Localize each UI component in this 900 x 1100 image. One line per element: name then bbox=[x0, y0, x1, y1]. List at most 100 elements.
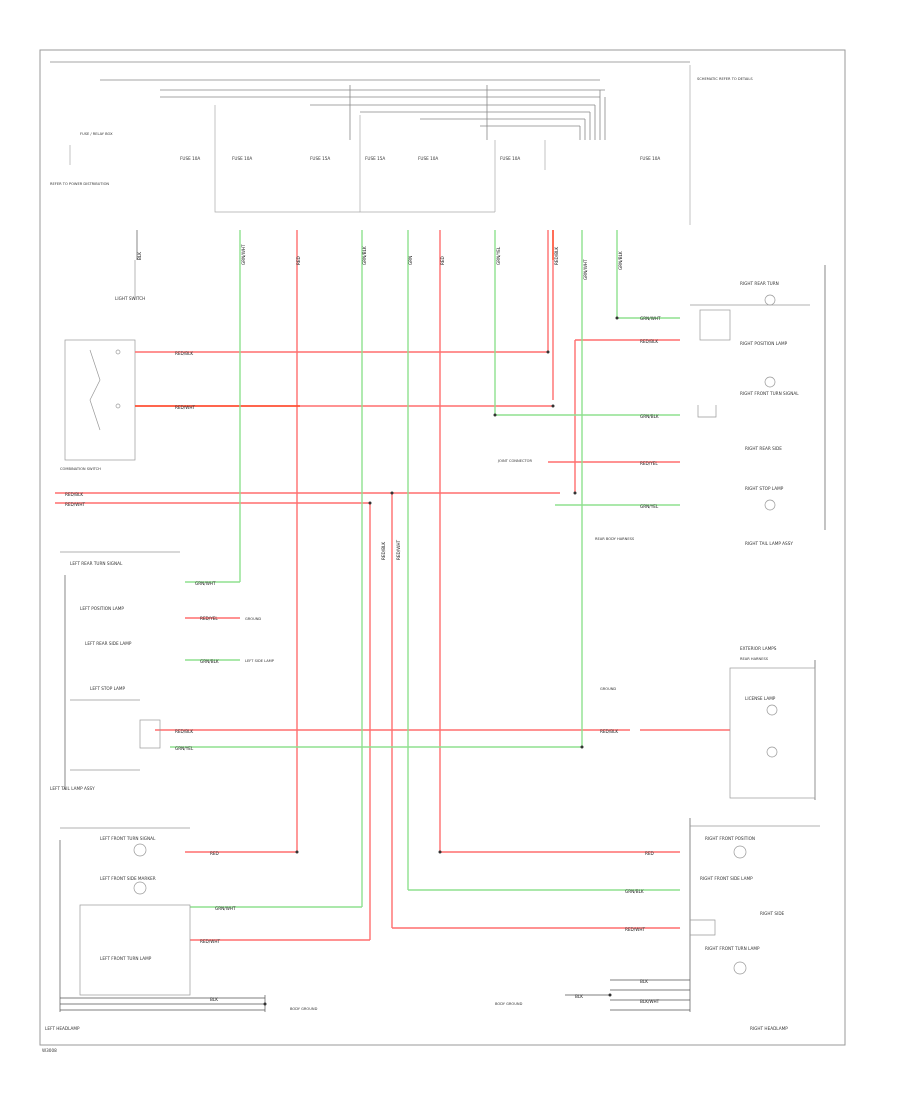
right-stop-label: RIGHT STOP LAMP bbox=[745, 486, 784, 491]
right-front-side-label: RIGHT FRONT SIDE LAMP bbox=[700, 876, 753, 881]
diagram-frame bbox=[39, 49, 846, 1046]
license-lamp-box bbox=[729, 667, 816, 799]
left-front-turn-label: LEFT FRONT TURN SIGNAL bbox=[100, 836, 156, 841]
wire-label: RED bbox=[296, 256, 301, 265]
wire-label: RED bbox=[440, 256, 445, 265]
left-headlamp-box bbox=[60, 827, 191, 996]
wire-label: RED/BLK bbox=[175, 729, 193, 734]
schematic-note: SCHEMATIC REFER TO DETAILS bbox=[697, 77, 753, 81]
wire-label: RED/BLK bbox=[175, 351, 193, 356]
left-rear-side-label: LEFT REAR SIDE LAMP bbox=[85, 641, 132, 646]
right-front-turn-lamp-label: RIGHT FRONT TURN LAMP bbox=[705, 946, 760, 951]
left-tail-lamp-assy-label: LEFT TAIL LAMP ASSY bbox=[50, 786, 95, 791]
left-tail-lamp-labels: LEFT REAR TURN SIGNAL LEFT POSITION LAMP… bbox=[50, 561, 275, 791]
wire-label: GRN/WHT bbox=[195, 581, 216, 586]
wire-label: GRN/BLK bbox=[362, 246, 367, 265]
wire-color-labels: RED/BLK RED/WHT GRN/WHT RED/BLK GRN/BLK … bbox=[65, 244, 661, 1004]
wire-label: RED bbox=[645, 851, 654, 856]
fuse-relay-box bbox=[69, 65, 691, 225]
left-position-label: LEFT POSITION LAMP bbox=[80, 606, 124, 611]
wire-label: RED/BLK bbox=[381, 542, 386, 560]
fuse-label-group: FUSE 10A FUSE 10A FUSE 15A FUSE 15A FUSE… bbox=[50, 77, 753, 186]
ground-left-label: GROUND bbox=[245, 617, 261, 621]
wire-label: BLK bbox=[640, 979, 648, 984]
wire-label: RED/BLK bbox=[554, 247, 559, 265]
left-tail-lamp-box bbox=[60, 551, 180, 771]
wire-label: GRN/WHT bbox=[241, 244, 246, 265]
right-headlamp-label: RIGHT HEADLAMP bbox=[750, 1026, 788, 1031]
light-switch-label: LIGHT SWITCH bbox=[115, 296, 145, 301]
wire-label: BLK bbox=[137, 252, 142, 260]
red-accent-wires bbox=[135, 230, 554, 407]
left-front-turn-lamp-label: LEFT FRONT TURN LAMP bbox=[100, 956, 152, 961]
power-dist-note: REFER TO POWER DISTRIBUTION bbox=[50, 182, 109, 186]
right-tail-lamp-assy-label: RIGHT TAIL LAMP ASSY bbox=[745, 541, 793, 546]
wire-label: GRN bbox=[408, 256, 413, 265]
right-front-position-label: RIGHT FRONT POSITION bbox=[705, 836, 755, 841]
wire-label: GRN/YEL bbox=[640, 504, 659, 509]
fuse-label-4: FUSE 15A bbox=[365, 156, 385, 161]
left-headlamp-labels: LEFT FRONT TURN SIGNAL LEFT FRONT SIDE M… bbox=[45, 836, 318, 1031]
license-note-label: REAR BODY HARNESS bbox=[595, 537, 635, 541]
fuse-label-2: FUSE 10A bbox=[232, 156, 252, 161]
left-rear-turn-label: LEFT REAR TURN SIGNAL bbox=[70, 561, 123, 566]
red-wires bbox=[55, 230, 730, 941]
right-front-turn-label: RIGHT FRONT TURN SIGNAL bbox=[740, 391, 799, 396]
light-switch bbox=[64, 260, 136, 461]
right-rear-side-label: RIGHT REAR SIDE bbox=[745, 446, 782, 451]
ground-wires bbox=[59, 230, 826, 1012]
wire-label: GRN/BLK bbox=[640, 414, 659, 419]
right-rear-turn-label: RIGHT REAR TURN bbox=[740, 281, 779, 286]
exterior-lamps-sub-label: REAR HARNESS bbox=[740, 657, 769, 661]
wire-label: GRN/WHT bbox=[583, 259, 588, 280]
wire-label: GRN/BLK bbox=[625, 889, 644, 894]
combo-switch-label: COMBINATION SWITCH bbox=[60, 467, 101, 471]
left-headlamp-label: LEFT HEADLAMP bbox=[45, 1026, 80, 1031]
right-headlamp-box bbox=[690, 825, 820, 975]
wire-label: GRN/YEL bbox=[175, 746, 194, 751]
left-side-label: LEFT SIDE LAMP bbox=[245, 659, 275, 663]
fuse-label-6: FUSE 10A bbox=[500, 156, 520, 161]
exterior-lamps-label: EXTERIOR LAMPS bbox=[740, 646, 777, 651]
right-tail-lamp-box bbox=[690, 294, 810, 511]
ground-right-label: GROUND bbox=[600, 687, 616, 691]
wire-label: BLK bbox=[575, 994, 583, 999]
relay-box-label: FUSE / RELAY BOX bbox=[80, 132, 113, 136]
fuse-label-7: FUSE 10A bbox=[640, 156, 660, 161]
wire-label: RED bbox=[210, 851, 219, 856]
wire-label: RED/WHT bbox=[175, 405, 195, 410]
wire-label: GRN/BLK bbox=[618, 251, 623, 270]
wire-label: RED/WHT bbox=[396, 540, 401, 560]
wire-label: RED/WHT bbox=[200, 939, 220, 944]
wire-label: GRN/BLK bbox=[200, 659, 219, 664]
wire-label: RED/WHT bbox=[65, 502, 85, 507]
splice-note-label: JOINT CONNECTOR bbox=[497, 459, 532, 463]
left-front-side-marker-label: LEFT FRONT SIDE MARKER bbox=[100, 876, 156, 881]
wire-label: BLK/WHT bbox=[640, 999, 660, 1004]
wire-label: RED/BLK bbox=[65, 492, 83, 497]
fuse-label-3: FUSE 15A bbox=[310, 156, 330, 161]
wire-label: RED/WHT bbox=[625, 927, 645, 932]
junction-dots bbox=[263, 316, 619, 1006]
license-lamp-labels: EXTERIOR LAMPS REAR HARNESS LICENSE LAMP… bbox=[600, 646, 777, 701]
wire-label: GRN/WHT bbox=[215, 906, 236, 911]
fuse-label-5: FUSE 10A bbox=[418, 156, 438, 161]
wire-label: GRN/YEL bbox=[496, 246, 501, 265]
wire-label: GRN/WHT bbox=[640, 316, 661, 321]
ground-point-left-label: BODY GROUND bbox=[290, 1007, 318, 1011]
fuse-label-1: FUSE 10A bbox=[180, 156, 200, 161]
wire-label: RED/YEL bbox=[640, 461, 658, 466]
ground-point-right-label: BODY GROUND bbox=[495, 1002, 523, 1006]
green-wires bbox=[170, 230, 680, 908]
wire-label: RED/YEL bbox=[200, 616, 218, 621]
wire-label: BLK bbox=[210, 997, 218, 1002]
right-tail-lamp-labels: RIGHT REAR TURN RIGHT POSITION LAMP RIGH… bbox=[497, 281, 799, 546]
right-headlamp-labels: RIGHT FRONT POSITION RIGHT FRONT SIDE LA… bbox=[495, 836, 788, 1031]
right-side-label: RIGHT SIDE bbox=[760, 911, 785, 916]
license-lamp-label: LICENSE LAMP bbox=[745, 696, 776, 701]
right-position-label: RIGHT POSITION LAMP bbox=[740, 341, 788, 346]
wire-label: RED/BLK bbox=[640, 339, 658, 344]
wire-label: RED/BLK bbox=[600, 729, 618, 734]
diagram-code: W3008 bbox=[42, 1048, 57, 1053]
